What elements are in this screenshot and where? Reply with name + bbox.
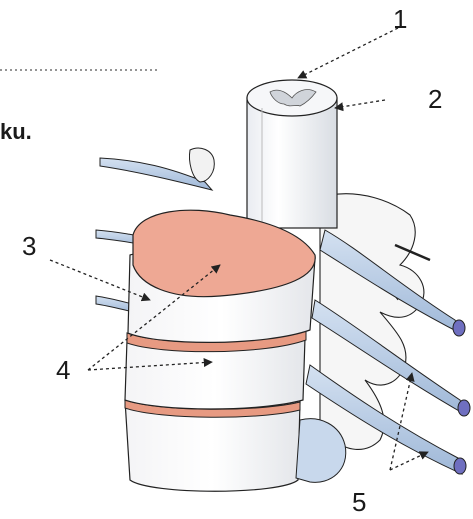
vertebral-column bbox=[125, 210, 346, 491]
callout-3: 3 bbox=[22, 233, 36, 259]
callout-2: 2 bbox=[428, 86, 442, 112]
callout-4: 4 bbox=[56, 357, 70, 383]
leader-2 bbox=[335, 100, 385, 108]
callout-5: 5 bbox=[352, 489, 366, 515]
leader-1 bbox=[298, 28, 398, 78]
callout-1: 1 bbox=[393, 6, 407, 32]
spinal-cord bbox=[247, 80, 337, 228]
